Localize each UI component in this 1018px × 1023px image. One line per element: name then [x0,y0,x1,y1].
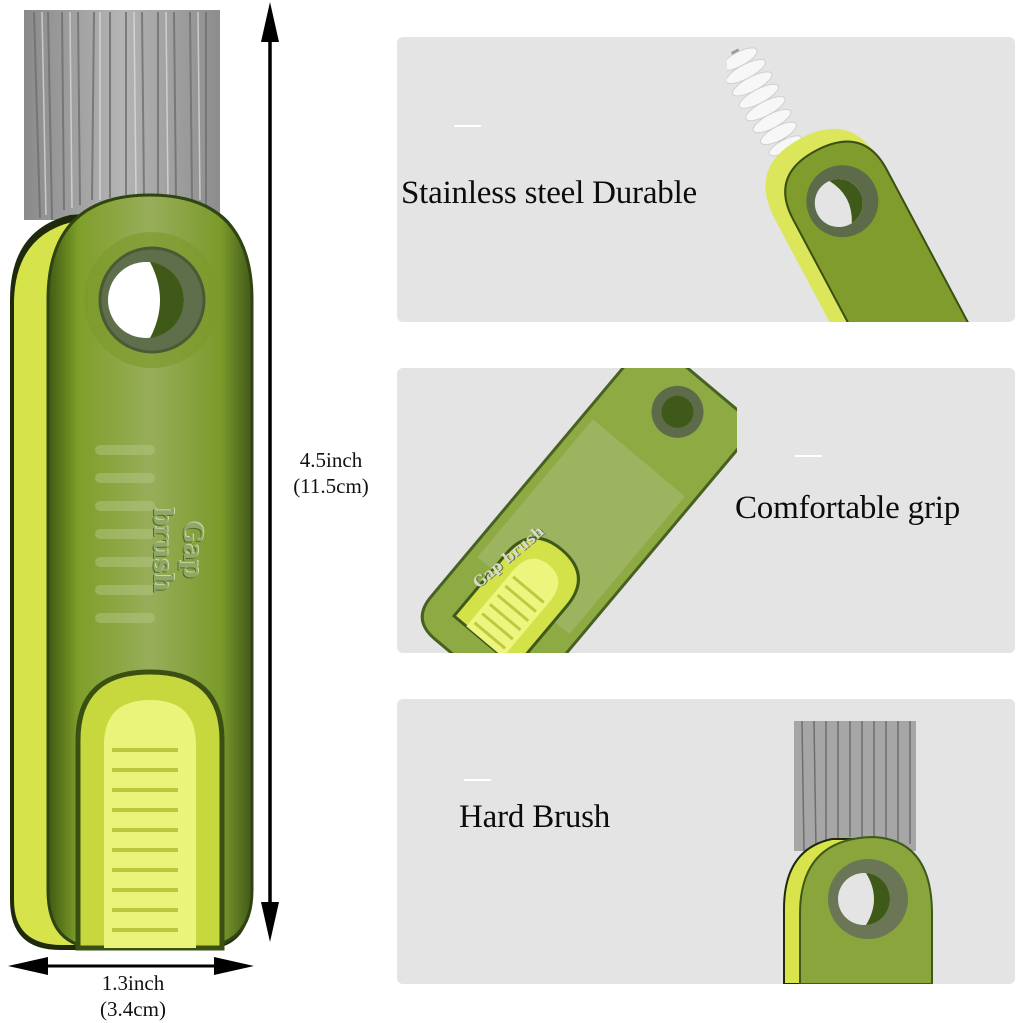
feature-panel-stainless-steel: Stainless steel Durable [397,37,1015,322]
feature-title: Comfortable grip [735,490,960,526]
feature-title: Hard Brush [459,799,611,835]
hard-brush-image [783,720,933,984]
height-inches: 4.5inch [299,448,363,472]
accent-dash [454,125,481,127]
grip-brush-image [420,368,737,653]
main-product-image: Gap brush [0,0,260,960]
accent-dash [464,779,491,781]
embossed-brand-label: Gap brush [147,507,207,593]
accent-dash [795,455,822,457]
width-centimeters: (3.4cm) [100,997,166,1021]
feature-title: Stainless steel Durable [401,175,697,211]
width-dimension-arrow [6,955,256,977]
width-inches: 1.3inch [101,971,165,995]
silicone-grip-ridges [112,748,178,932]
height-dimension-label: 4.5inch (11.5cm) [270,447,392,499]
spiral-brush-image [727,47,983,322]
width-dimension-label: 1.3inch (3.4cm) [70,970,196,1022]
height-dimension-arrow [258,0,282,945]
height-centimeters: (11.5cm) [293,474,369,498]
feature-panel-hard-brush: Hard Brush [397,699,1015,984]
feature-panel-comfortable-grip: Gap brush Comfortable grip [397,368,1015,653]
hard-bristles [24,10,220,221]
